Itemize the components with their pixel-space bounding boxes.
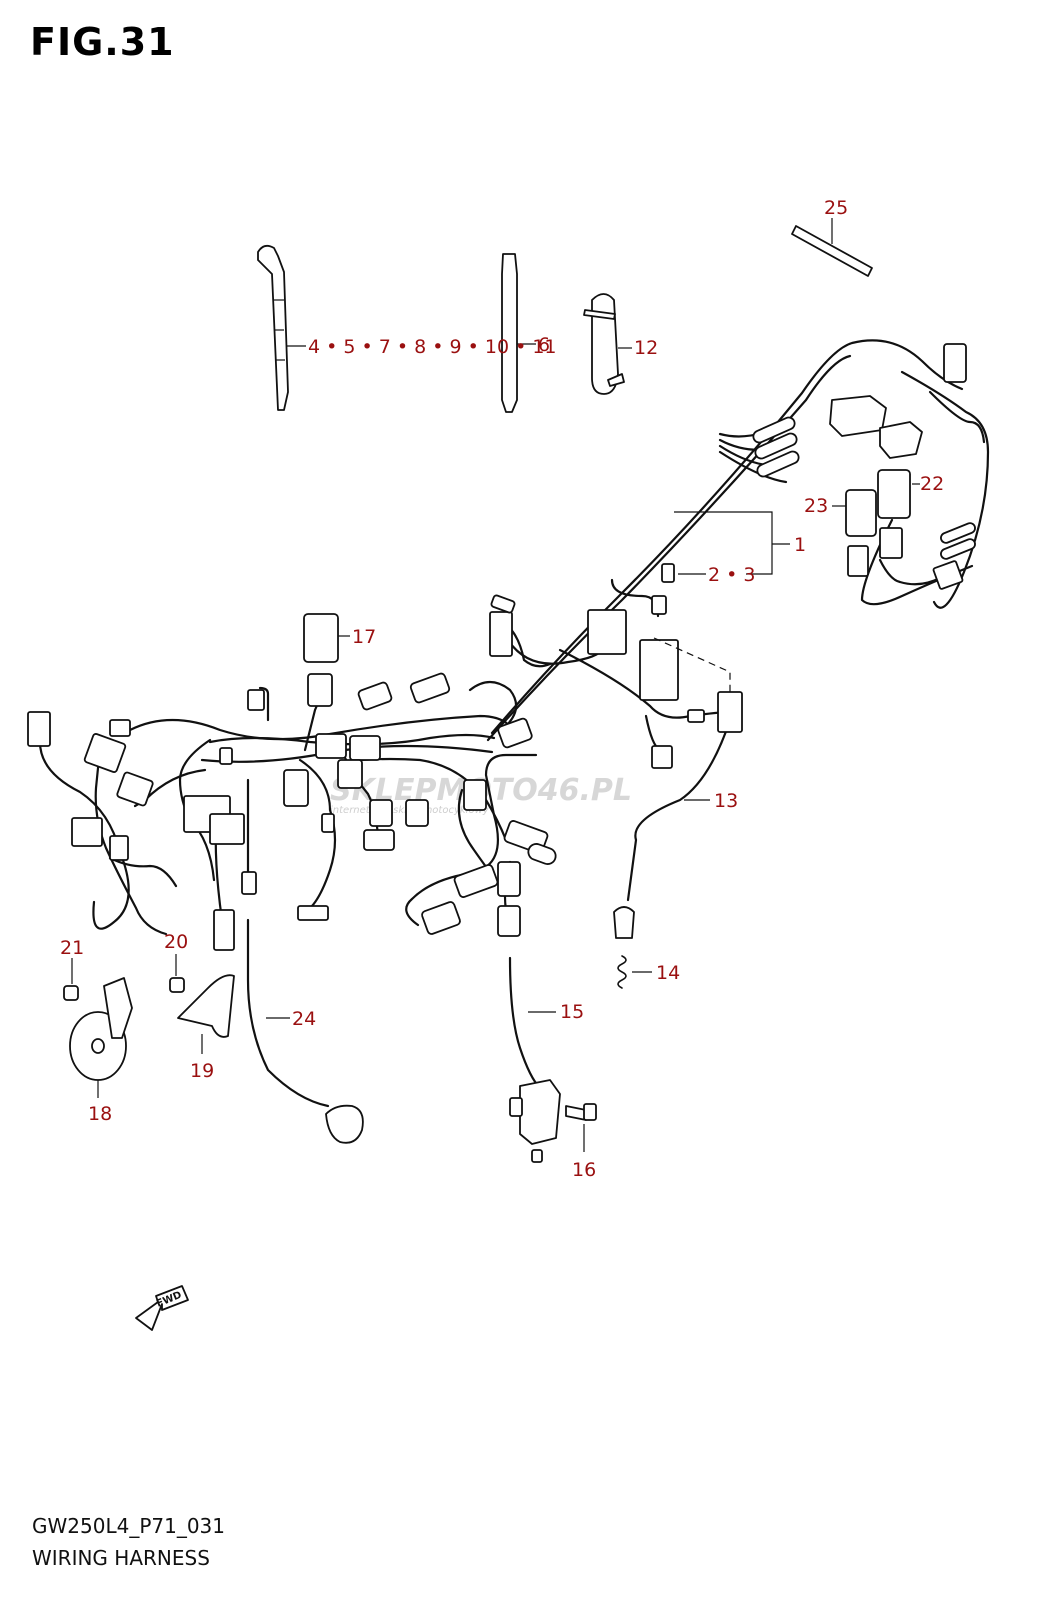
sensor-14 [613, 906, 652, 989]
lead-24 [266, 1017, 364, 1144]
callout-19: 19 [190, 1060, 214, 1082]
callout-18: 18 [88, 1103, 112, 1125]
callout-23: 23 [804, 495, 828, 517]
forward-arrow: FWD [135, 1285, 189, 1331]
callout-13: 13 [714, 790, 738, 812]
cable-tie-6 [501, 253, 536, 413]
callout-1: 1 [794, 534, 806, 556]
callout-12: 12 [634, 337, 658, 359]
clamp-12 [583, 293, 632, 395]
part-25-rod [791, 218, 873, 277]
callout-4-11: 4 • 5 • 7 • 8 • 9 • 10 • 11 [308, 336, 557, 358]
callout-2-3: 2 • 3 [708, 564, 755, 586]
callout-22: 22 [920, 473, 944, 495]
horn-18 [63, 958, 133, 1098]
bolt-16 [565, 1103, 597, 1152]
callout-24: 24 [292, 1008, 316, 1030]
callout-20: 20 [164, 931, 188, 953]
callout-21: 21 [60, 937, 84, 959]
figure-title: FIG.31 [30, 20, 175, 64]
bracket-19 [169, 954, 235, 1054]
callout-6: 6 [538, 334, 550, 356]
relay-17 [303, 613, 350, 663]
callout-25: 25 [824, 197, 848, 219]
switch-15 [509, 1011, 561, 1163]
figure-name: WIRING HARNESS [32, 1546, 210, 1570]
fuse-2-3 [661, 563, 706, 583]
callouts: 1 2 • 3 4 • 5 • 7 • 8 • 9 • 10 • 11 6 12… [60, 197, 944, 1181]
cable-tie-4-11 [257, 244, 306, 411]
callout-15: 15 [560, 1001, 584, 1023]
callout-16: 16 [572, 1159, 596, 1181]
relays-22-23 [832, 469, 920, 537]
leader-1 [653, 511, 790, 692]
callout-17: 17 [352, 626, 376, 648]
callout-14: 14 [656, 962, 680, 984]
harness-connectors [27, 343, 976, 951]
figure-code: GW250L4_P71_031 [32, 1514, 225, 1538]
